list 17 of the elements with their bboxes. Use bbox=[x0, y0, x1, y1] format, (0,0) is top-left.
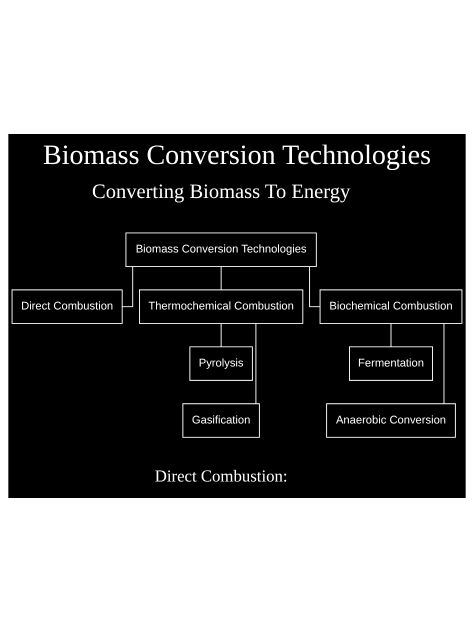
connector bbox=[220, 323, 222, 347]
connector bbox=[309, 266, 320, 308]
connector bbox=[390, 323, 392, 347]
connector bbox=[220, 266, 222, 290]
node-box: Direct Combustion bbox=[12, 289, 123, 324]
node-box: Biochemical Combustion bbox=[320, 289, 462, 324]
node-box: Pyrolysis bbox=[189, 346, 253, 381]
diagram-title: Biomass Conversion Technologies bbox=[43, 140, 431, 171]
node-box: Fermentation bbox=[349, 346, 433, 381]
connector bbox=[122, 266, 134, 308]
label: Converting Biomass To Energy bbox=[92, 181, 350, 204]
node-box: Anaerobic Conversion bbox=[326, 403, 456, 438]
node-box: Thermochemical Combustion bbox=[139, 289, 304, 324]
node-box: Biomass Conversion Technologies bbox=[125, 232, 317, 267]
label: Direct Combustion: bbox=[154, 466, 288, 486]
node-box: Gasification bbox=[182, 403, 260, 438]
connector bbox=[255, 323, 256, 404]
